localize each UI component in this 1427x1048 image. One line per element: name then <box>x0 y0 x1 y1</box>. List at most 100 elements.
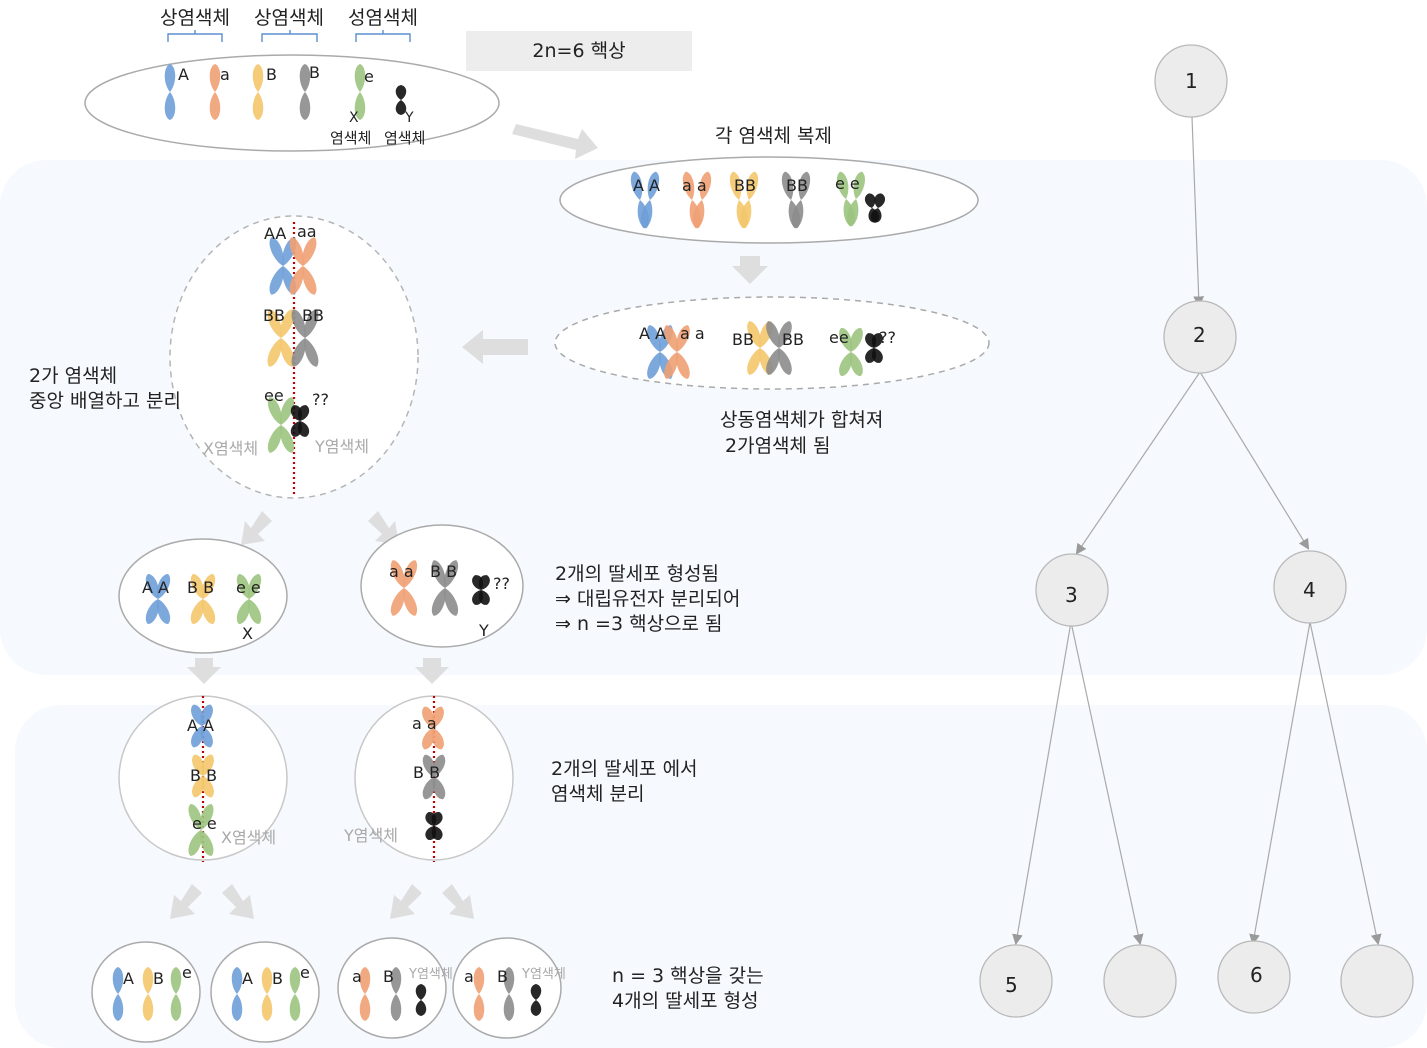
g1-allele-A: A <box>123 969 134 988</box>
chromosome-59 <box>188 804 214 856</box>
chromosome-74 <box>473 967 485 1021</box>
top-allele-a: a <box>220 65 230 84</box>
tree-label-2: 2 <box>1193 323 1206 347</box>
tree-node-3 <box>1035 553 1109 627</box>
g2-allele-e: e <box>300 963 310 982</box>
daughter-caption-2: ⇒ 대립유전자 분리되어 <box>555 588 741 610</box>
arrow-down-2 <box>187 658 221 684</box>
chromosome-61 <box>422 706 444 750</box>
edge-1-2 <box>1191 116 1205 308</box>
syn-allele-AA: A A <box>639 324 666 343</box>
g2-allele-B: B <box>272 969 283 988</box>
d1-allele-ee: e e <box>236 578 261 597</box>
syn-allele-BB-1: BB <box>732 330 754 349</box>
chromosome-76 <box>415 984 427 1016</box>
arrow-down-3 <box>415 658 449 684</box>
tree-node-blank-1 <box>1103 944 1177 1018</box>
replicate-caption: 각 염색체 복제 <box>715 125 832 147</box>
edge-4-blank <box>1309 621 1382 946</box>
d2-y-mark: Y <box>479 621 489 640</box>
m1-allele-BB-2: BB <box>302 306 324 325</box>
tree-node-1 <box>1154 44 1228 118</box>
chromosome-11 <box>739 171 759 229</box>
replication-cell <box>559 156 979 244</box>
chromosome-67 <box>142 967 154 1021</box>
ploidy-box: 2n=6 핵상 <box>466 31 692 71</box>
chromosome-68 <box>170 967 182 1021</box>
g3-allele-B: B <box>383 967 394 986</box>
chromosome-33 <box>289 237 317 295</box>
final-caption-1: n = 3 핵상을 갖는 <box>612 965 764 987</box>
chromosome-47 <box>236 573 262 625</box>
homolog-label-2: 상염색체 <box>254 7 324 29</box>
chromosome-63 <box>422 754 446 800</box>
gamete-cell-2 <box>210 941 320 1043</box>
m2a-allele-ee: e e <box>192 814 217 833</box>
syn-allele-ee: ee <box>829 328 849 347</box>
arrow-final-3 <box>390 884 422 919</box>
chromosome-45 <box>190 573 216 625</box>
m2b-allele-BB: B B <box>413 763 441 782</box>
arrow-to-replication <box>512 124 598 159</box>
rep-allele-ee: e e <box>835 174 860 193</box>
arrow-to-daughter-left <box>241 511 272 545</box>
chromosome-2 <box>252 64 264 120</box>
top-y-mark: Y <box>405 110 414 126</box>
homolog-label-1: 상염색체 <box>160 7 230 29</box>
chromosome-70 <box>261 967 273 1021</box>
chromosome-41 <box>290 405 310 437</box>
daughter-cell-2 <box>360 524 524 648</box>
chromosome-53 <box>472 575 490 605</box>
chromosome-13 <box>791 171 811 229</box>
synapsis-caption-2: 2가염색체 됨 <box>725 435 831 457</box>
chromosome-17 <box>870 193 886 223</box>
syn-allele-BB-2: BB <box>782 330 804 349</box>
chromosome-4 <box>354 64 366 120</box>
m1-x-chromosome-label: X염색체 <box>203 439 259 458</box>
m1-y-chromosome-label: Y염색체 <box>315 437 369 456</box>
chromosome-23 <box>747 321 773 375</box>
rep-allele-BB-1: BB <box>734 176 756 195</box>
final-caption-2: 4개의 딸세포 형성 <box>612 990 759 1012</box>
d2-allele-qq: ?? <box>493 574 510 593</box>
tree-label-1: 1 <box>1185 69 1198 93</box>
arrow-final-4 <box>442 884 474 919</box>
top-x-word: 염색체 <box>330 129 372 147</box>
sex-brace <box>355 30 411 42</box>
chromosome-77 <box>530 984 542 1016</box>
edge-3-5 <box>1012 621 1072 946</box>
g1-allele-B: B <box>153 969 164 988</box>
chromosome-37 <box>291 309 319 367</box>
separation-caption-2: 염색체 분리 <box>551 783 645 805</box>
rep-allele-AA: A A <box>633 176 660 195</box>
parent-cell <box>84 54 500 152</box>
g3-allele-a: a <box>352 967 362 986</box>
g2-allele-A: A <box>242 969 253 988</box>
d2-allele-aa: a a <box>389 562 414 581</box>
top-allele-B-2: B <box>309 63 320 82</box>
syn-allele-aa: a a <box>680 324 705 343</box>
tree-node-6 <box>1217 940 1291 1014</box>
g4-allele-B: B <box>497 967 508 986</box>
arrow-to-daughter-right <box>368 511 399 545</box>
align-caption-2: 중앙 배열하고 분리 <box>29 390 181 412</box>
g1-allele-e: e <box>182 963 192 982</box>
tree-label-4: 4 <box>1303 578 1316 602</box>
m1-allele-BB-1: BB <box>263 306 285 325</box>
g4-allele-a: a <box>464 967 474 986</box>
chromosome-27 <box>839 327 863 377</box>
m1-allele-qq: ?? <box>312 390 329 409</box>
edge-4-6 <box>1249 621 1311 946</box>
chromosome-71 <box>289 967 301 1021</box>
sex-chromosome-label: 성염색체 <box>348 7 418 29</box>
align-caption-1: 2가 염색체 <box>29 365 118 387</box>
chromosome-39 <box>267 397 295 453</box>
m1-allele-ee: ee <box>264 386 284 405</box>
top-allele-e: e <box>364 67 374 86</box>
chromosome-31 <box>269 237 297 295</box>
synapsis-caption-1: 상동염색체가 합쳐져 <box>720 409 884 431</box>
chromosome-1 <box>209 64 221 120</box>
tree-label-3: 3 <box>1065 583 1078 607</box>
